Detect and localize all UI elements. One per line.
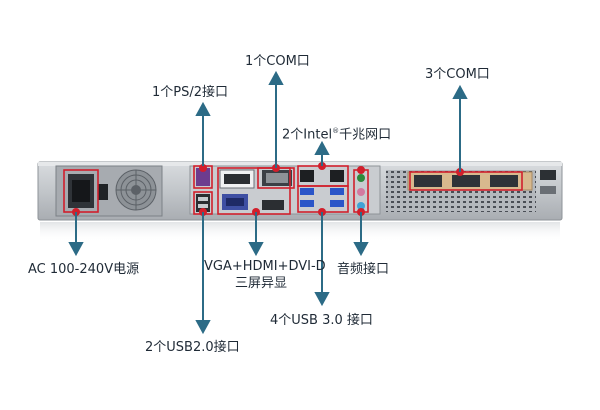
highlight-com3	[409, 171, 523, 191]
label-ac-power: AC 100-240V电源	[28, 262, 140, 277]
label-intel-suffix: 千兆网口	[339, 127, 392, 143]
down-arrow-icon	[68, 212, 84, 257]
down-arrow-icon	[195, 212, 211, 335]
down-arrow-icon	[353, 212, 369, 257]
label-audio: 音频接口	[337, 262, 390, 277]
label-intel-prefix: 2个Intel	[282, 127, 333, 143]
highlight-ac-power	[63, 169, 99, 213]
label-video-line1: VGA+HDMI+DVI-D	[204, 259, 326, 274]
label-video-line2: 三屏异显	[235, 276, 288, 291]
down-arrow-icon	[248, 212, 264, 257]
down-arrow-icon	[314, 212, 330, 307]
marker-dot	[199, 164, 207, 172]
registered-mark: ®	[332, 127, 340, 135]
up-arrow-icon	[195, 101, 211, 166]
label-intel-lan: 2个Intel®千兆网口	[282, 123, 391, 143]
label-usb3: 4个USB 3.0 接口	[270, 313, 373, 328]
up-arrow-icon	[268, 70, 284, 168]
marker-dot	[357, 166, 365, 174]
label-com3: 3个COM口	[425, 67, 490, 82]
com3-bracket	[407, 171, 533, 191]
rear-slot	[540, 186, 556, 194]
rear-slot	[540, 170, 556, 180]
power-supply	[55, 165, 163, 217]
up-arrow-icon	[452, 84, 468, 172]
label-usb2: 2个USB2.0接口	[145, 340, 240, 355]
label-com1: 1个COM口	[245, 54, 310, 69]
label-ps2: 1个PS/2接口	[152, 85, 229, 100]
up-arrow-icon	[314, 140, 330, 166]
